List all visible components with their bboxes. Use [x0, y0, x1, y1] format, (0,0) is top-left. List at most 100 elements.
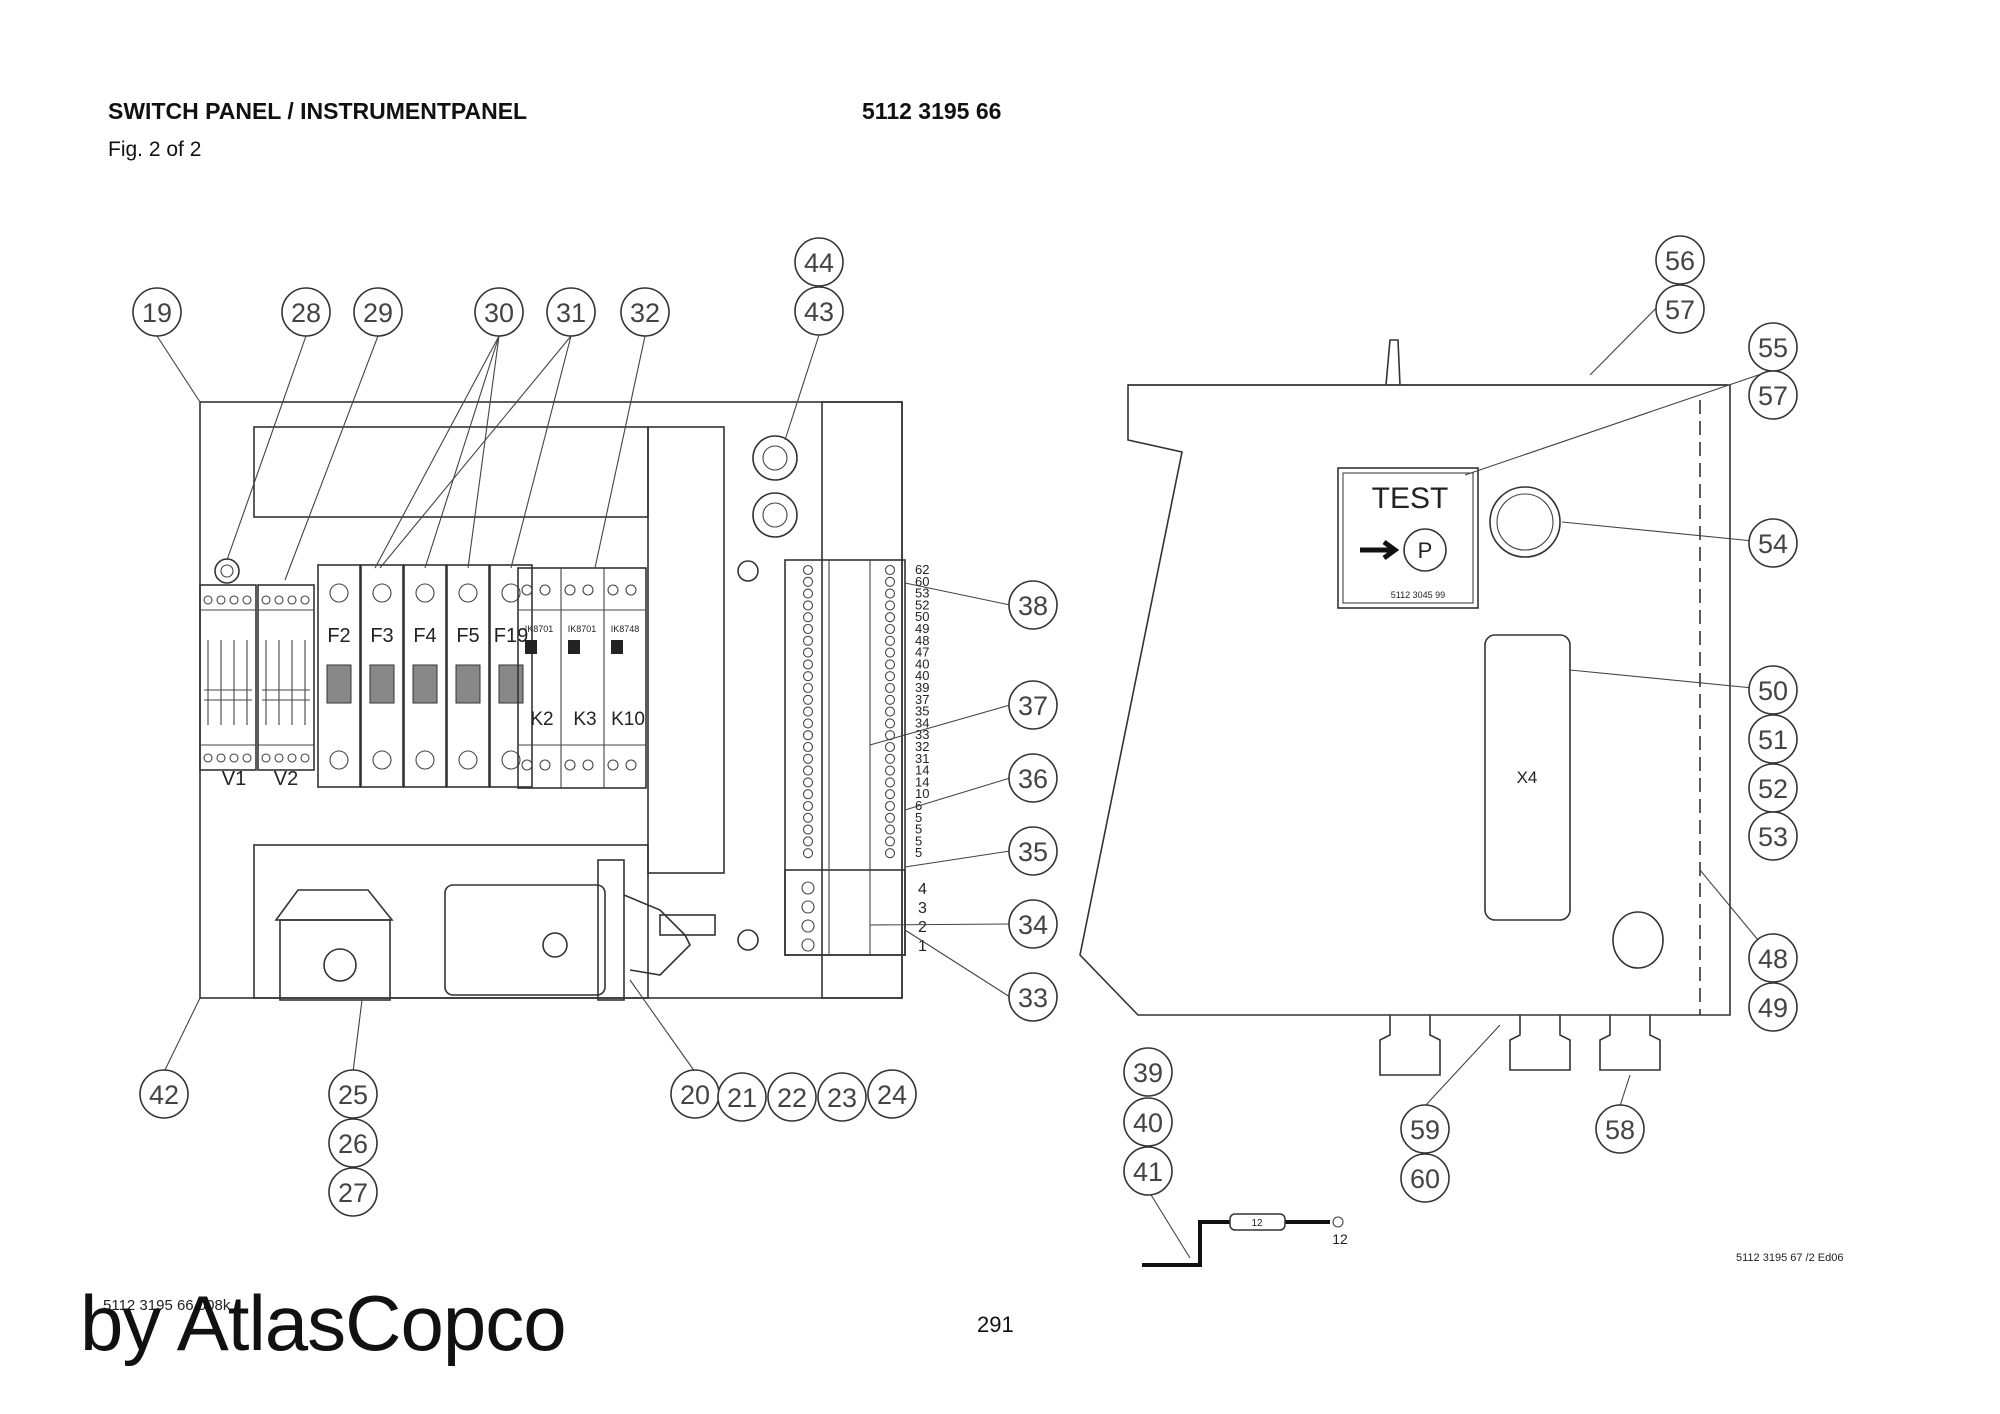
terminal-screw	[802, 659, 814, 670]
relay-code-k2: IK8701	[525, 624, 554, 634]
terminal-screw	[802, 694, 814, 705]
callout-number: 53	[1758, 822, 1788, 852]
terminal-number: 37	[915, 692, 929, 707]
callout-number: 50	[1758, 676, 1788, 706]
callout-number: 57	[1758, 381, 1788, 411]
callout-60: 60	[1400, 1153, 1450, 1203]
relay-label-k10: K10	[611, 709, 645, 730]
rectifier-label-v1: V1	[222, 768, 246, 790]
terminal-screw	[884, 694, 896, 705]
terminal-screw	[884, 812, 896, 823]
terminal-screw	[802, 706, 814, 717]
callout-number: 28	[291, 298, 321, 328]
callout-27: 27	[328, 1167, 378, 1217]
callout-number: 21	[727, 1083, 757, 1113]
leader-line	[1147, 1189, 1191, 1259]
callout-number: 22	[777, 1083, 807, 1113]
blanking-hole	[1612, 911, 1664, 969]
callout-59: 59	[1400, 1104, 1450, 1154]
callout-19: 19	[132, 287, 182, 337]
callout-number: 33	[1018, 983, 1048, 1013]
terminal-number: 4	[918, 881, 927, 898]
callout-29: 29	[353, 287, 403, 337]
relay-label-k3: K3	[573, 709, 596, 730]
terminal-number: 5	[915, 822, 922, 837]
rectifier-label-v2: V2	[274, 768, 298, 790]
terminal-screw	[802, 671, 814, 682]
terminal-screw	[802, 812, 814, 823]
leader-line	[904, 777, 1011, 811]
terminal-number: 48	[915, 633, 929, 648]
part-number: 5112 3195 66	[862, 98, 1002, 124]
terminal-screw	[884, 789, 896, 800]
terminal-number: 35	[915, 704, 929, 719]
callout-23: 23	[817, 1072, 867, 1122]
fuse-label-f4: F4	[413, 625, 436, 647]
terminal-screw	[884, 706, 896, 717]
leader-line	[1569, 669, 1774, 691]
callout-28: 28	[281, 287, 331, 337]
leader-line	[424, 335, 500, 569]
terminal-screw	[802, 765, 814, 776]
callout-number: 23	[827, 1083, 857, 1113]
leader-line	[869, 923, 1011, 926]
callout-34: 34	[1008, 899, 1058, 949]
fuse-holders	[317, 564, 533, 788]
callout-37: 37	[1008, 680, 1058, 730]
callout-number: 57	[1665, 295, 1695, 325]
test-plate	[1337, 467, 1479, 609]
terminal-screw	[802, 635, 814, 646]
leader-line	[869, 704, 1011, 746]
terminal-screw	[802, 824, 814, 835]
callout-number: 59	[1410, 1115, 1440, 1145]
bottom-rail	[253, 844, 649, 999]
terminal-screw	[884, 848, 896, 859]
callout-22: 22	[767, 1072, 817, 1122]
callout-number: 54	[1758, 529, 1788, 559]
callout-number: 55	[1758, 333, 1788, 363]
panel-screw	[214, 558, 240, 584]
terminal-screw	[802, 682, 814, 694]
callout-52: 52	[1748, 763, 1798, 813]
box-outline	[1079, 384, 1731, 1016]
callout-32: 32	[620, 287, 670, 337]
vertical-duct	[647, 426, 725, 874]
callout-58: 58	[1595, 1104, 1645, 1154]
callout-36: 36	[1008, 753, 1058, 803]
terminal-screw	[884, 600, 896, 611]
leader-line	[379, 335, 572, 569]
terminal-screw	[801, 919, 815, 933]
terminal-screw	[802, 647, 814, 658]
terminal-screw	[884, 635, 896, 646]
callout-number: 24	[877, 1080, 907, 1110]
terminal-screw	[802, 623, 814, 635]
terminal-number: 34	[915, 715, 929, 730]
terminal-screw	[802, 718, 814, 729]
terminal-screw	[884, 576, 896, 587]
callout-24: 24	[867, 1069, 917, 1119]
terminal-screw	[802, 848, 814, 859]
terminal-number: 40	[915, 668, 929, 683]
page-title: SWITCH PANEL / INSTRUMENTPANEL	[108, 98, 528, 124]
leader-line	[904, 850, 1011, 868]
terminal-screw	[801, 881, 815, 895]
instrument-box: TEST P 5112 3045 99 X4 12 12	[1079, 339, 1731, 1267]
terminal-screw	[884, 753, 896, 764]
callout-number: 58	[1605, 1115, 1635, 1145]
leader-line	[156, 335, 201, 403]
callout-21: 21	[717, 1072, 767, 1122]
callout-44: 44	[794, 237, 844, 287]
terminal-screw	[884, 824, 896, 835]
round-connectors	[752, 435, 798, 538]
terminal-screw	[802, 741, 814, 753]
rectifier-v2	[257, 584, 315, 771]
terminal-number: 10	[915, 786, 929, 801]
callout-number: 25	[338, 1080, 368, 1110]
test-button	[1403, 528, 1447, 572]
test-label: TEST	[1372, 482, 1449, 515]
terminal-number: 3	[918, 900, 927, 917]
callout-number: 29	[363, 298, 393, 328]
fuse-label-f19: F19	[494, 625, 528, 647]
terminal-number: 5	[915, 810, 922, 825]
